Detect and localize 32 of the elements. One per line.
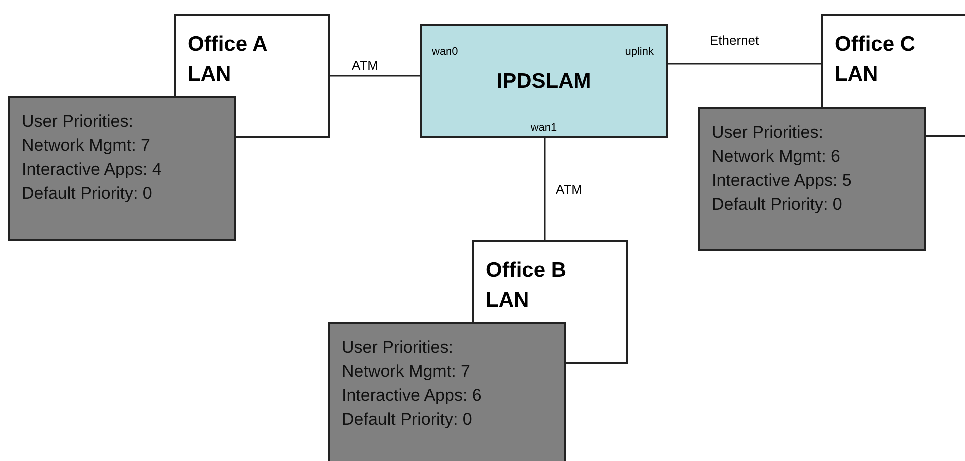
edge-label: Ethernet [708,33,762,48]
priority-text: Default Priority: 0 [342,409,472,431]
edge-label: ATM [350,58,380,73]
connector-line [544,138,546,240]
dslam-box [420,24,668,138]
priority-text: Default Priority: 0 [712,194,842,216]
port-label: wan1 [530,122,558,134]
port-label: wan0 [432,46,458,58]
priority-text: User Priorities: [712,122,824,144]
device-label: IPDSLAM [496,70,592,94]
office-label: Office B LAN [486,258,568,314]
priority-text: Network Mgmt: 6 [712,146,840,168]
office-label: Office A LAN [188,32,268,88]
priority-text: Interactive Apps: 6 [342,385,482,407]
connector-line [330,75,420,77]
priority-text: Interactive Apps: 5 [712,170,852,192]
priority-text: User Priorities: [22,111,134,133]
office-label: Office C LAN [835,32,917,88]
priority-text: Interactive Apps: 4 [22,159,162,181]
priority-box [698,107,926,251]
priority-box [8,96,236,241]
priority-box [328,322,566,461]
priority-text: Network Mgmt: 7 [22,135,150,157]
lan-box [472,240,628,324]
priority-text: Network Mgmt: 7 [342,361,470,383]
connector-line [668,63,821,65]
priority-text: Default Priority: 0 [22,183,152,205]
lan-box [174,14,330,98]
lan-box [821,14,965,109]
edge-label: ATM [554,182,584,197]
priority-text: User Priorities: [342,337,454,359]
port-label: uplink [625,46,654,58]
